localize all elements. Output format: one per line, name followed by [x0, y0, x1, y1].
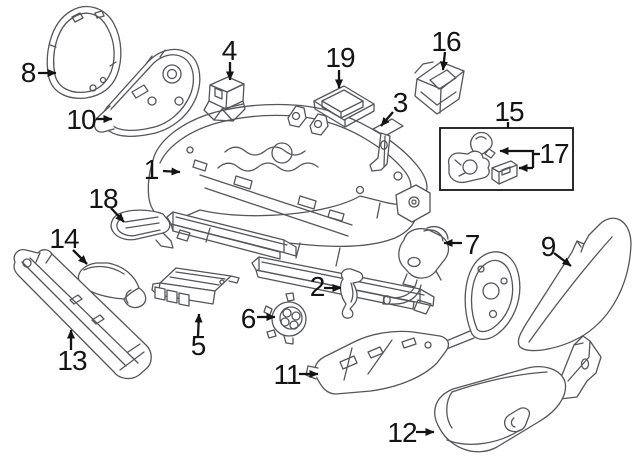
callout-label-13[interactable]: 13: [57, 345, 87, 376]
arrow-17-bulb: [499, 147, 535, 168]
callout-label-1[interactable]: 1: [143, 154, 160, 185]
part-illustration-support-ramp-bracket: [313, 85, 375, 128]
callout-label-9[interactable]: 9: [540, 231, 557, 262]
part-illustration-rear-mounting-bracket: [414, 61, 465, 115]
arrow-3: [380, 111, 394, 127]
part-illustration-hook-bracket: [339, 268, 364, 319]
part-illustration-side-shield-panel: [517, 217, 632, 352]
part-illustration-seat-frame-and-track-assembly: [147, 103, 435, 315]
callout-label-17[interactable]: 17: [539, 138, 569, 169]
callout-label-6[interactable]: 6: [240, 303, 257, 334]
callout-label-10[interactable]: 10: [66, 104, 96, 135]
part-illustration-seat-back-side-cover-outer: [46, 6, 122, 99]
callout-label-11[interactable]: 11: [273, 359, 301, 390]
part-illustration-trim-pad: [77, 262, 147, 309]
callout-label-16[interactable]: 16: [431, 26, 461, 57]
callout-label-18[interactable]: 18: [88, 183, 118, 214]
callout-label-12[interactable]: 12: [387, 417, 417, 448]
callout-label-2[interactable]: 2: [309, 271, 326, 302]
arrow-16: [439, 51, 448, 71]
callout-label-8[interactable]: 8: [20, 57, 37, 88]
part-illustration-pump-motor-with-hose: [382, 225, 450, 305]
part-illustration-track-end-cover: [110, 209, 174, 249]
callout-label-3[interactable]: 3: [392, 87, 409, 118]
part-illustration-side-strap-bracket: [369, 118, 404, 172]
part-illustration-outer-sill-trim-panel: [13, 249, 152, 380]
part-illustration-side-frame-assembly: [305, 251, 521, 395]
arrow-1: [162, 167, 181, 176]
arrow-5: [194, 313, 203, 337]
callout-label-7[interactable]: 7: [464, 229, 481, 260]
callout-label-5[interactable]: 5: [190, 330, 207, 361]
part-illustration-control-module: [151, 267, 240, 307]
part-illustration-small-mounting-bracket: [203, 76, 246, 122]
callout-label-19[interactable]: 19: [325, 42, 355, 73]
part-illustration-side-cover-with-switch: [434, 335, 602, 453]
part-illustration-bulb-and-connector: [447, 131, 518, 185]
part-illustration-adjuster-motor: [263, 292, 307, 345]
callout-arrows: [38, 51, 572, 436]
callout-label-15[interactable]: 15: [494, 96, 524, 127]
arrow-14: [72, 249, 88, 265]
callout-label-4[interactable]: 4: [221, 35, 238, 66]
arrow-18: [110, 207, 125, 223]
callout-label-14[interactable]: 14: [49, 223, 79, 254]
arrow-9: [553, 252, 572, 267]
